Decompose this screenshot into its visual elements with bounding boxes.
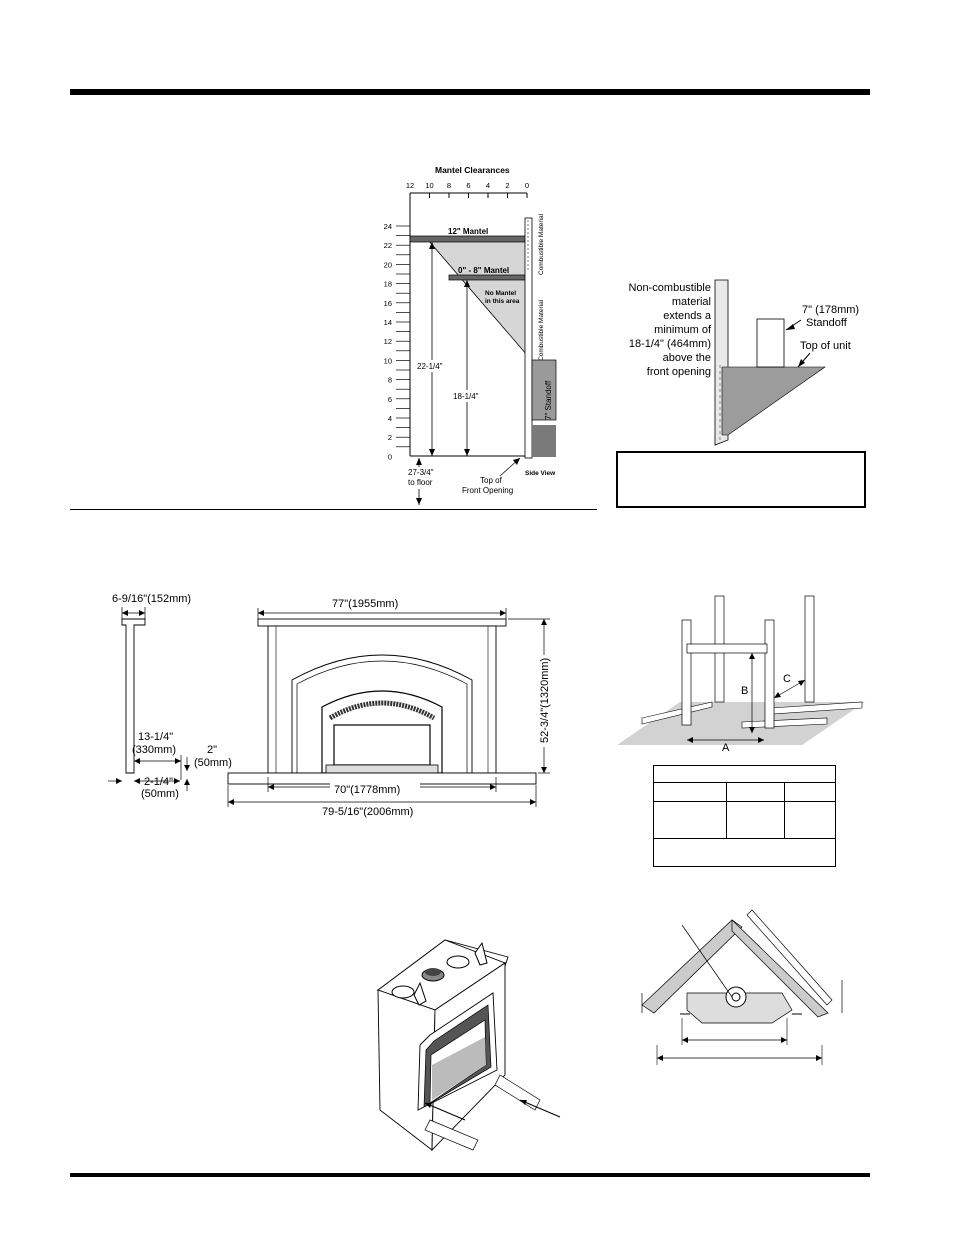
left-tick-label: 18 <box>384 280 392 289</box>
dim-22: 22-1/4" <box>417 362 443 371</box>
top-front-2: Front Opening <box>462 486 513 495</box>
left-tick-label: 20 <box>384 260 392 269</box>
top-tick-label: 4 <box>486 181 490 190</box>
left-tick-label: 6 <box>388 395 392 404</box>
side-depth-1: 13-1/4" <box>138 731 173 743</box>
fireplace-unit-diagram <box>376 939 561 1152</box>
width-base: 79-5/16"(2006mm) <box>322 806 413 818</box>
surround-dimensions-diagram: 6-9/16"(152mm) 13-1/4" (330mm) 2" (50mm)… <box>108 593 553 818</box>
top-tick-label: 2 <box>505 181 509 190</box>
left-tick-label: 16 <box>384 299 392 308</box>
nc-text: Non-combustible material extends a minimum … <box>628 282 711 378</box>
mantel-0-8-bar <box>448 274 527 281</box>
top-rule <box>70 89 870 95</box>
framing-diagram: B A C <box>617 595 865 754</box>
left-tick-label: 0 <box>388 452 392 461</box>
left-tick-label: 10 <box>384 356 392 365</box>
floor-2: to floor <box>408 478 433 487</box>
left-tick-label: 22 <box>384 241 392 250</box>
top-front-1: Top of <box>480 476 503 485</box>
corner-framing-diagram <box>641 909 843 1065</box>
standoff-label: 7" Standoff <box>544 380 553 420</box>
mantel-title: Mantel Clearances <box>435 165 510 175</box>
side-view-label: Side View <box>525 470 556 477</box>
nc-text-line: front opening <box>647 366 711 378</box>
left-tick-label: 8 <box>388 376 392 385</box>
note-box <box>616 451 866 508</box>
left-tick-label: 12 <box>384 337 392 346</box>
mantel-12-label: 12" Mantel <box>448 227 488 236</box>
bottom-rule <box>70 1173 870 1177</box>
standoff-2: Standoff <box>806 317 848 329</box>
standoff-1: 7" (178mm) <box>802 304 859 316</box>
side-depth-2: (330mm) <box>132 744 176 756</box>
left-tick-label: 14 <box>384 318 392 327</box>
side-top-dim: 6-9/16"(152mm) <box>112 593 191 605</box>
width-top: 77"(1955mm) <box>332 598 398 610</box>
nc-text-line: extends a <box>663 310 712 322</box>
top-tick-label: 8 <box>447 181 451 190</box>
standoff-diagram: Non-combustible material extends a minimum … <box>628 279 859 446</box>
left-tick-label: 24 <box>384 222 392 231</box>
nc-text-line: 18-1/4" (464mm) <box>629 338 711 350</box>
floor-1: 27-3/4" <box>408 468 434 477</box>
framing-table <box>653 765 836 867</box>
nc-text-line: above the <box>663 352 711 364</box>
left-tick-label: 2 <box>388 433 392 442</box>
top-tick-label: 10 <box>425 181 433 190</box>
section-rule <box>70 509 597 510</box>
mantel-12-bar <box>409 235 527 243</box>
width-inner: 70"(1778mm) <box>334 784 400 796</box>
top-tick-label: 12 <box>406 181 414 190</box>
side-base-2: (50mm) <box>141 788 179 800</box>
nc-text-line: material <box>672 296 711 308</box>
framing-label-a: A <box>722 742 730 754</box>
side-h-2: (50mm) <box>194 757 232 769</box>
nc-text-line: minimum of <box>654 324 712 336</box>
top-unit: Top of unit <box>800 340 851 352</box>
framing-label-b: B <box>741 685 748 697</box>
top-axis-ticks: 12 10 8 6 4 2 0 <box>406 181 529 198</box>
side-h-1: 2" <box>207 744 217 756</box>
top-tick-label: 6 <box>466 181 470 190</box>
non-combustible-label: Non-Combustible Material <box>538 299 545 375</box>
nc-text-line: Non-combustible <box>628 282 711 294</box>
dim-18: 18-1/4" <box>453 392 479 401</box>
side-base-1: 2-1/4" <box>144 776 173 788</box>
left-tick-label: 4 <box>388 414 392 423</box>
no-mantel-1: No Mantel <box>485 290 516 297</box>
no-mantel-2: in this area <box>485 298 520 305</box>
height-dim: 52-3/4"(1320mm) <box>539 658 551 743</box>
framing-label-c: C <box>783 673 791 685</box>
mantel-0-8-label: 0" - 8" Mantel <box>458 266 509 275</box>
top-tick-label: 0 <box>525 181 529 190</box>
combustible-label: Combustible Material <box>538 213 545 275</box>
